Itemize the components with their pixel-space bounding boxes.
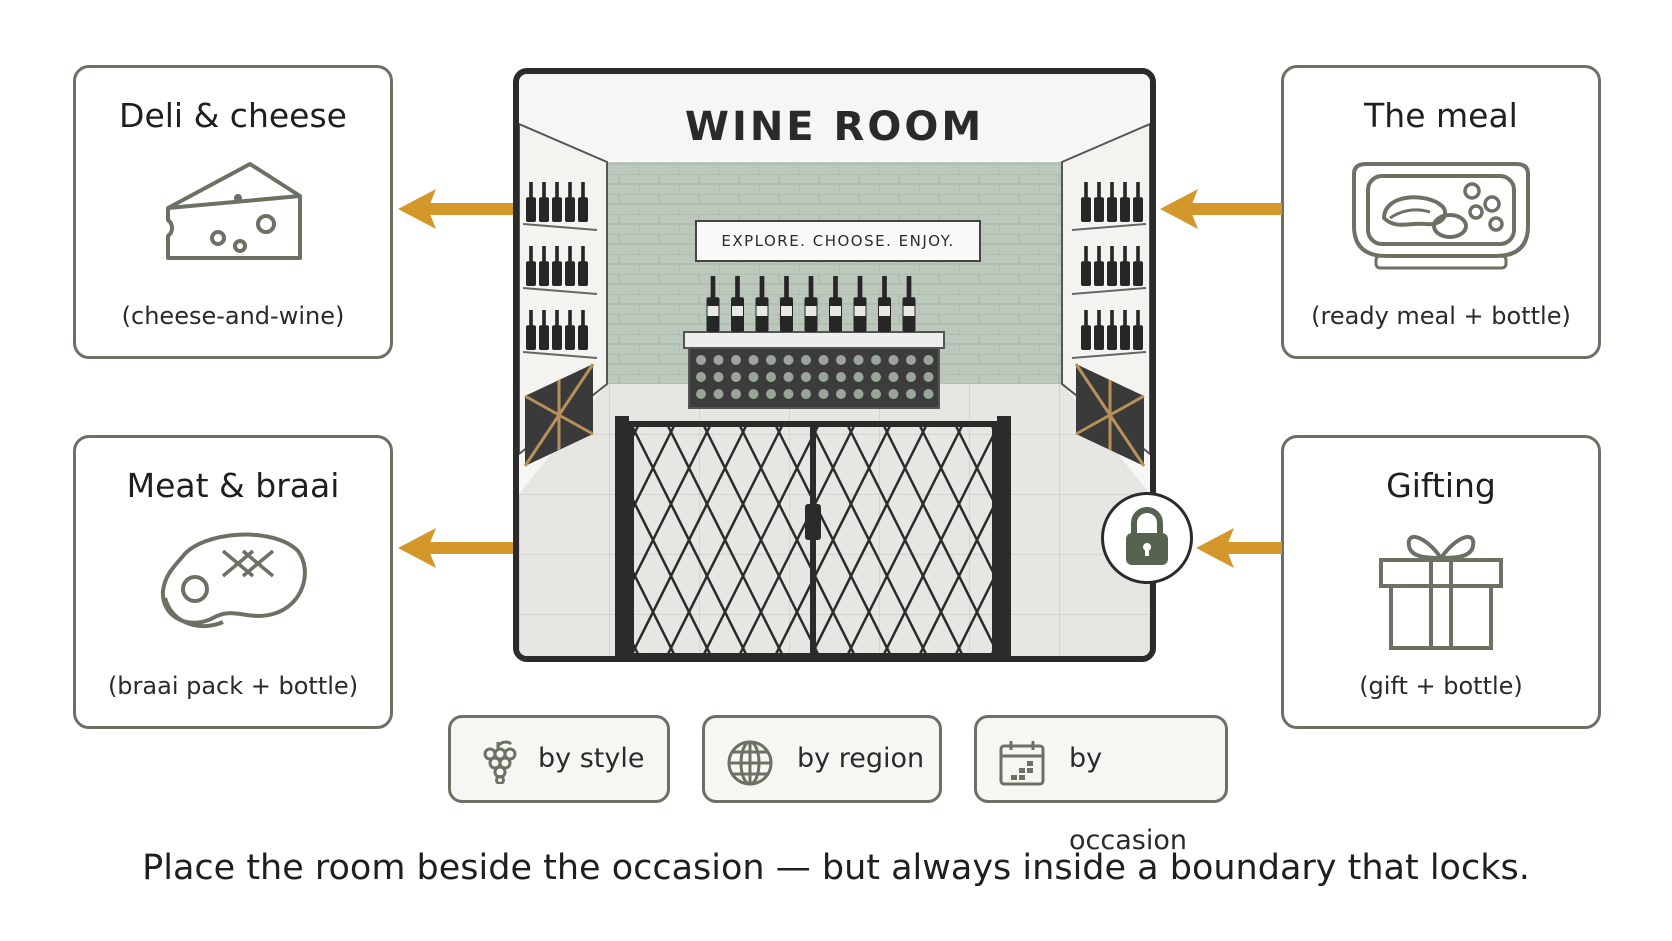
steak-icon	[160, 532, 307, 629]
deli-cheese-subtitle: (cheese-and-wine)	[121, 302, 345, 330]
meal-tray-icon	[1352, 162, 1530, 270]
left-shelf-bottles	[522, 182, 598, 359]
lock-badge	[1101, 492, 1193, 584]
meal-subtitle: (ready meal + bottle)	[1311, 302, 1571, 330]
deli-cheese-card: Deli & cheese (cheese-and-wine)	[73, 65, 393, 359]
meat-braai-subtitle: (braai pack + bottle)	[107, 672, 359, 700]
filter-by-style-label: by style	[538, 743, 645, 774]
filter-by-occasion[interactable]: by occasion	[974, 715, 1228, 856]
meat-braai-card: Meat & braai (braai pack + bottle)	[73, 435, 393, 729]
locked-gate	[628, 421, 998, 656]
right-shelf-bottles	[1071, 182, 1147, 359]
calendar-icon	[999, 741, 1045, 786]
gift-icon	[1379, 534, 1503, 650]
wine-room-title: WINE ROOM	[684, 104, 985, 150]
gifting-subtitle: (gift + bottle)	[1359, 672, 1523, 700]
wine-room-illustration	[519, 74, 1150, 656]
grapes-icon	[483, 740, 517, 784]
caption: Place the room beside the occasion — but…	[142, 848, 1530, 888]
counter-bottles	[706, 276, 916, 332]
filter-by-region-label: by region	[797, 743, 925, 774]
gifting-card: Gifting (gift + bottle)	[1281, 435, 1601, 729]
filter-by-occasion-label: by occasion	[1069, 743, 1187, 856]
globe-icon	[727, 740, 773, 786]
filter-by-region[interactable]: by region	[702, 715, 942, 803]
meal-title: The meal	[1364, 96, 1518, 135]
padlock-icon	[1126, 507, 1168, 565]
gifting-title: Gifting	[1386, 466, 1496, 505]
filter-by-style[interactable]: by style	[448, 715, 670, 803]
wine-room-sign: EXPLORE. CHOOSE. ENJOY.	[695, 220, 981, 262]
arrow-room-to-meat	[398, 528, 514, 568]
meat-braai-title: Meat & braai	[126, 466, 340, 505]
arrow-gift-to-lock	[1196, 528, 1282, 568]
meal-card: The meal (ready meal + bottle)	[1281, 65, 1601, 359]
cheese-icon	[166, 162, 302, 260]
arrow-room-to-deli	[398, 189, 514, 229]
deli-cheese-title: Deli & cheese	[119, 96, 347, 135]
wine-room-panel: WINE ROOM EXPLORE. CHOOSE. ENJOY.	[513, 68, 1156, 662]
arrow-meal-to-room	[1160, 189, 1282, 229]
